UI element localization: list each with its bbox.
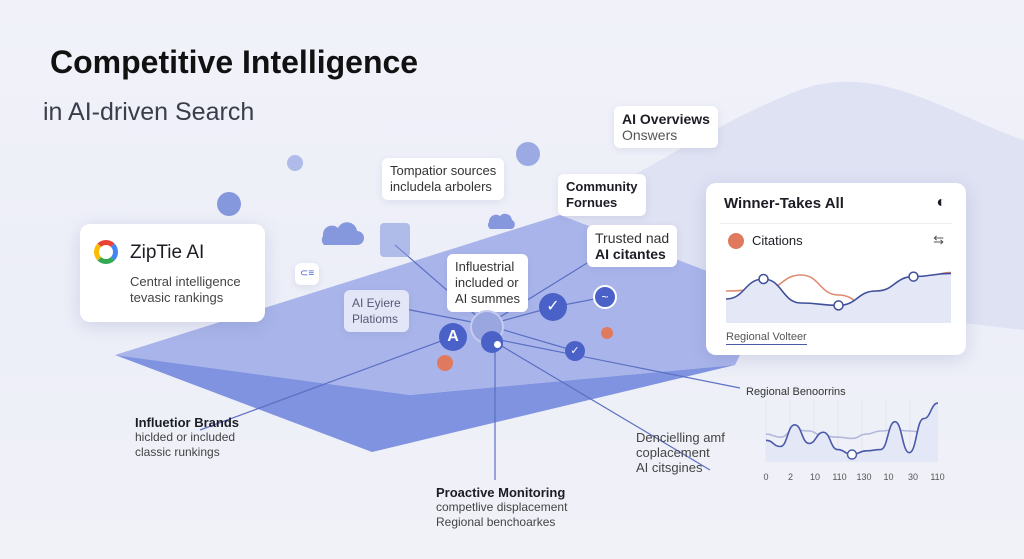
orange-node-small[interactable] bbox=[601, 327, 613, 339]
citations-chart bbox=[726, 271, 951, 323]
shield-check-icon bbox=[217, 192, 241, 216]
bubble-line: Tompatior sources bbox=[390, 163, 497, 178]
ziptie-card[interactable]: ZipTie AI Central intelligence tevasic r… bbox=[80, 224, 265, 322]
label-title: Influetior Brands bbox=[135, 415, 240, 430]
cloud-icon-small bbox=[487, 213, 515, 229]
series-group bbox=[765, 402, 939, 462]
x-tick-label: 130 bbox=[856, 472, 871, 482]
node-a[interactable]: A bbox=[439, 323, 467, 351]
label-influetior-brands: Influetior Brands hiclded or included cl… bbox=[135, 415, 239, 460]
check-icon bbox=[287, 155, 303, 171]
bubble-line: included or bbox=[455, 275, 519, 290]
trend-icon-small[interactable]: ✓ bbox=[565, 341, 585, 361]
ziptie-desc-1: Central intelligence bbox=[130, 274, 241, 289]
divider bbox=[720, 223, 952, 224]
trend-check-icon[interactable]: ✓ bbox=[539, 293, 567, 321]
bubble-line: Platioms bbox=[352, 312, 399, 326]
label-line: hiclded or included bbox=[135, 430, 236, 444]
bubble-line: Influestrial bbox=[455, 259, 515, 274]
bubble-line: AI citantes bbox=[595, 246, 666, 262]
card-footer[interactable]: Regional Volteer bbox=[726, 331, 807, 345]
series-area bbox=[726, 273, 951, 323]
label-line: coplacement bbox=[636, 445, 710, 460]
search-icon bbox=[516, 142, 540, 166]
connection-lines bbox=[199, 244, 741, 480]
label-line: competlive displacement bbox=[436, 500, 568, 514]
page-subtitle: in AI-driven Search bbox=[43, 98, 255, 126]
page-title: Competitive Intelligence bbox=[50, 44, 419, 80]
bubble-line: AI summes bbox=[455, 291, 521, 306]
metric-label: Citations bbox=[752, 233, 803, 248]
data-point-marker bbox=[908, 271, 919, 282]
bench-chart-title: Regional Benoorrins bbox=[746, 386, 846, 398]
filter-icon[interactable]: ⇆ bbox=[933, 232, 944, 247]
label-line: AI citsgines bbox=[636, 460, 703, 475]
data-point-marker bbox=[846, 449, 858, 460]
label-proactive-monitoring: Proactive Monitoring competlive displace… bbox=[436, 485, 567, 530]
bubble-line: Fornues bbox=[566, 195, 618, 210]
brand-logo-icon: ◐ bbox=[936, 194, 946, 211]
data-point-marker bbox=[758, 273, 769, 285]
isometric-plane-front bbox=[115, 355, 735, 452]
series-area bbox=[766, 403, 938, 462]
x-tick-label: 110 bbox=[832, 472, 846, 482]
winner-takes-all-card[interactable]: Winner-Takes All ◐ Citations ⇆ Regional … bbox=[706, 183, 966, 355]
data-point-marker bbox=[833, 300, 844, 311]
bubble-line: includela arbolers bbox=[390, 179, 492, 194]
bubble-line: Trusted nad bbox=[595, 230, 670, 246]
regional-benchmark-chart: 0 2 10 110 130 10 30 110 bbox=[763, 400, 945, 482]
bubble-line: Onswers bbox=[622, 127, 678, 143]
google-logo-icon bbox=[94, 240, 118, 264]
label-dencielling: Dencielling amf coplacement AI citsgines bbox=[636, 430, 725, 475]
ziptie-name: ZipTie AI bbox=[130, 242, 205, 263]
network-icon bbox=[380, 223, 410, 257]
label-title: Proactive Monitoring bbox=[436, 485, 566, 500]
label-line: classic runkings bbox=[135, 445, 220, 459]
x-tick-label: 10 bbox=[810, 472, 820, 482]
cloud-icon bbox=[321, 222, 364, 245]
bubble-line: AI Eyiere bbox=[352, 296, 401, 310]
x-tick-label: 30 bbox=[908, 472, 918, 482]
label-line: Dencielling amf bbox=[636, 430, 725, 445]
card-title: Winner-Takes All bbox=[724, 195, 844, 212]
trend-icon[interactable]: ~ bbox=[593, 285, 617, 309]
bubble-line: Community bbox=[566, 179, 638, 194]
x-tick-label: 2 bbox=[788, 472, 793, 482]
bubble-line: AI Overviews bbox=[622, 111, 710, 127]
x-tick-label: 110 bbox=[930, 472, 944, 482]
node-dot bbox=[492, 339, 503, 350]
ziptie-desc-2: tevasic rankings bbox=[130, 290, 224, 305]
x-tick-label: 10 bbox=[883, 472, 893, 482]
citations-icon bbox=[728, 233, 744, 249]
decor-icons bbox=[217, 142, 540, 257]
label-line: Regional benchoarkes bbox=[436, 515, 556, 529]
orange-node[interactable] bbox=[437, 355, 453, 371]
x-tick-label: 0 bbox=[763, 472, 768, 482]
chat-icon: ⊂≡ bbox=[295, 263, 320, 285]
